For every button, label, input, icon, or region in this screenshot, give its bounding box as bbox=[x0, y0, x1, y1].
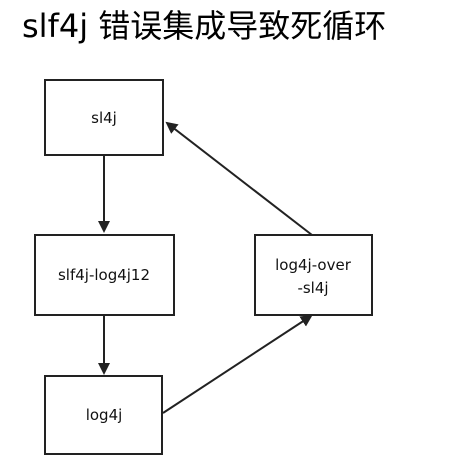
node-slf4j-log4j12-label: slf4j-log4j12 bbox=[58, 266, 150, 284]
edge-log4j-to-log4j-over-sl4j bbox=[162, 314, 313, 414]
node-log4j-box bbox=[44, 375, 163, 455]
node-log4j-label: log4j bbox=[86, 406, 123, 424]
node-slf4j-log4j12-box bbox=[34, 234, 175, 316]
node-sl4j-label: sl4j bbox=[91, 109, 117, 127]
node-log4j-over-sl4j-label-line2: -sl4j bbox=[297, 279, 328, 297]
node-log4j-over-sl4j-label-line1: log4j-over bbox=[275, 256, 352, 274]
node-sl4j: sl4j bbox=[44, 79, 164, 156]
node-log4j-over-sl4j: log4j-over -sl4j bbox=[254, 234, 373, 316]
node-log4j-over-sl4j-box bbox=[254, 234, 373, 316]
node-sl4j-box bbox=[44, 79, 164, 156]
node-slf4j-log4j12: slf4j-log4j12 bbox=[34, 234, 175, 316]
edge-log4j-over-sl4j-to-sl4j bbox=[165, 121, 313, 236]
page-title: slf4j 错误集成导致死循环 bbox=[22, 7, 387, 45]
node-log4j: log4j bbox=[44, 375, 163, 455]
